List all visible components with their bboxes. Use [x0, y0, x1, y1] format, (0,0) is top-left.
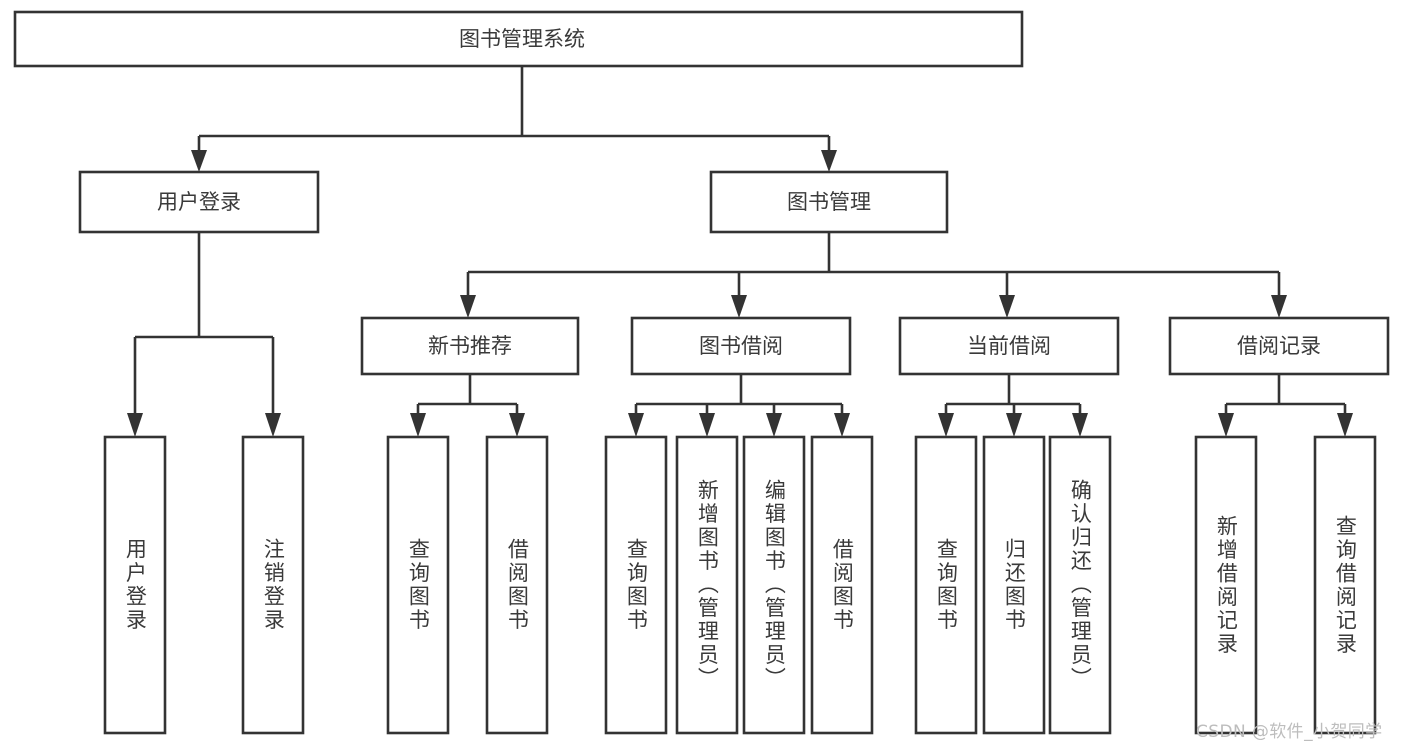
arrow-head-leaf-confirm-return: [1072, 413, 1088, 437]
arrow-head-leaf-borrow-book-1: [509, 413, 525, 437]
node-label-current-borrow: 当前借阅: [967, 334, 1051, 358]
node-box-borrow-record[interactable]: [1168, 316, 1390, 376]
arrow-head-leaf-add-book: [699, 413, 715, 437]
arrow-head-leaf-query-book-2: [628, 413, 644, 437]
node-box-leaf-query-record[interactable]: [1313, 435, 1377, 735]
arrow-head-book-borrow: [731, 295, 747, 318]
connector-layer: [127, 66, 1353, 437]
node-box-leaf-query-book-1[interactable]: [386, 435, 450, 735]
node-box-book-borrow[interactable]: [630, 316, 852, 376]
arrow-head-leaf-user-logout: [265, 413, 281, 437]
arrow-head-leaf-borrow-book-2: [834, 413, 850, 437]
node-box-leaf-query-book-2[interactable]: [604, 435, 668, 735]
node-box-new-book-rec[interactable]: [360, 316, 580, 376]
node-box-leaf-edit-book[interactable]: [742, 435, 806, 735]
node-box-leaf-confirm-return[interactable]: [1048, 435, 1112, 735]
node-box-leaf-borrow-book-1[interactable]: [485, 435, 549, 735]
arrow-head-leaf-query-book-1: [410, 413, 426, 437]
node-box-root[interactable]: [13, 10, 1024, 68]
arrow-head-leaf-user-login: [127, 413, 143, 437]
node-label-root: 图书管理系统: [459, 27, 585, 51]
arrow-head-borrow-record: [1271, 295, 1287, 318]
watermark-text: CSDN @软件_小贺同学: [1196, 722, 1383, 742]
arrow-head-current-borrow: [999, 295, 1015, 318]
node-box-leaf-return-book[interactable]: [982, 435, 1046, 735]
arrow-head-leaf-query-book-3: [938, 413, 954, 437]
node-box-book-manage[interactable]: [709, 170, 949, 234]
node-box-leaf-query-book-3[interactable]: [914, 435, 978, 735]
node-box-leaf-user-logout[interactable]: [241, 435, 305, 735]
node-label-borrow-record: 借阅记录: [1237, 334, 1321, 358]
node-label-user-login: 用户登录: [157, 190, 241, 214]
arrow-head-leaf-edit-book: [766, 413, 782, 437]
arrow-head-leaf-query-record: [1337, 413, 1353, 437]
node-box-leaf-add-book[interactable]: [675, 435, 739, 735]
node-box-leaf-borrow-book-2[interactable]: [810, 435, 874, 735]
node-box-user-login[interactable]: [78, 170, 320, 234]
node-box-current-borrow[interactable]: [898, 316, 1120, 376]
node-label-book-manage: 图书管理: [787, 190, 871, 214]
arrow-head-leaf-return-book: [1006, 413, 1022, 437]
node-layer: 图书管理系统 用户登录 图书管理 新书推荐 图书借阅 当前借阅 借阅记录: [13, 10, 1390, 735]
arrow-head-new-book-rec: [460, 295, 476, 318]
arrow-head-leaf-add-record: [1218, 413, 1234, 437]
arrow-head-user-login: [191, 150, 207, 172]
arrow-head-book-manage: [821, 150, 837, 172]
node-box-leaf-add-record[interactable]: [1194, 435, 1258, 735]
node-box-leaf-user-login[interactable]: [103, 435, 167, 735]
node-label-new-book-rec: 新书推荐: [428, 334, 512, 358]
node-label-book-borrow: 图书借阅: [699, 334, 783, 358]
